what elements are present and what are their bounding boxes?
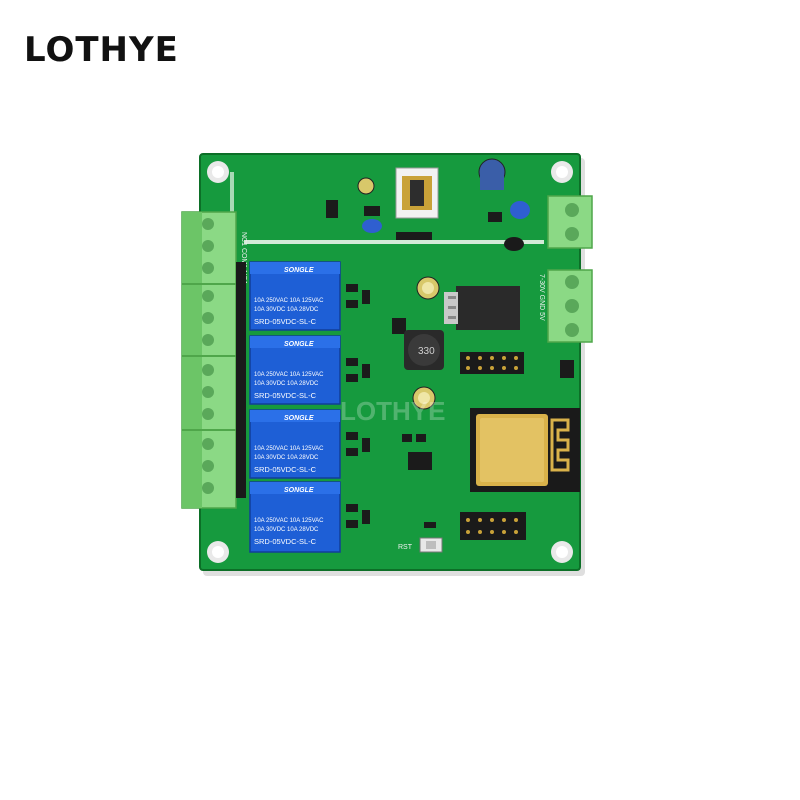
relay <box>249 335 341 405</box>
relay-rating: 10A 250VAC 10A 125VAC <box>254 518 324 524</box>
reset-button <box>419 537 443 553</box>
relay-rating: 10A 30VDC 10A 28VDC <box>254 307 319 313</box>
power-label: 7-30V GND 5V <box>538 274 545 321</box>
relay-brand: SONGLE <box>284 267 314 274</box>
wifi-module <box>470 408 580 492</box>
relay <box>249 481 341 553</box>
relay <box>249 409 341 479</box>
regulator <box>392 276 520 410</box>
relay-brand: SONGLE <box>284 341 314 348</box>
relay-rating: 10A 30VDC 10A 28VDC <box>254 527 319 533</box>
pin-header <box>460 352 526 540</box>
mounting-hole <box>207 161 573 563</box>
relay-model: SRD-05VDC-SL-C <box>254 317 317 326</box>
reset-label: RST <box>398 544 413 551</box>
relay-rating: 10A 30VDC 10A 28VDC <box>254 381 319 387</box>
relay-model: SRD-05VDC-SL-C <box>254 391 317 400</box>
brand-logo: LOTHYE <box>24 30 179 70</box>
terminal-label: NC1 COM1 NO1 <box>240 232 247 285</box>
relay-model: SRD-05VDC-SL-C <box>254 537 317 546</box>
relay-model: SRD-05VDC-SL-C <box>254 465 317 474</box>
relay-rating: 10A 250VAC 10A 125VAC <box>254 372 324 378</box>
relay-rating: 10A 30VDC 10A 28VDC <box>254 455 319 461</box>
relay-brand: SONGLE <box>284 415 314 422</box>
relay-rating: 10A 250VAC 10A 125VAC <box>254 298 324 304</box>
relay-brand: SONGLE <box>284 487 314 494</box>
inductor <box>404 330 444 370</box>
watermark: LOTHYE <box>340 396 445 426</box>
relay-terminal-block <box>181 211 237 509</box>
relay-rating: 10A 250VAC 10A 125VAC <box>254 446 324 452</box>
power-terminal-block <box>547 195 593 343</box>
relay <box>249 261 341 331</box>
smd-components <box>346 284 370 528</box>
power-supply <box>326 158 530 251</box>
inductor-marking: 330 <box>418 346 435 357</box>
